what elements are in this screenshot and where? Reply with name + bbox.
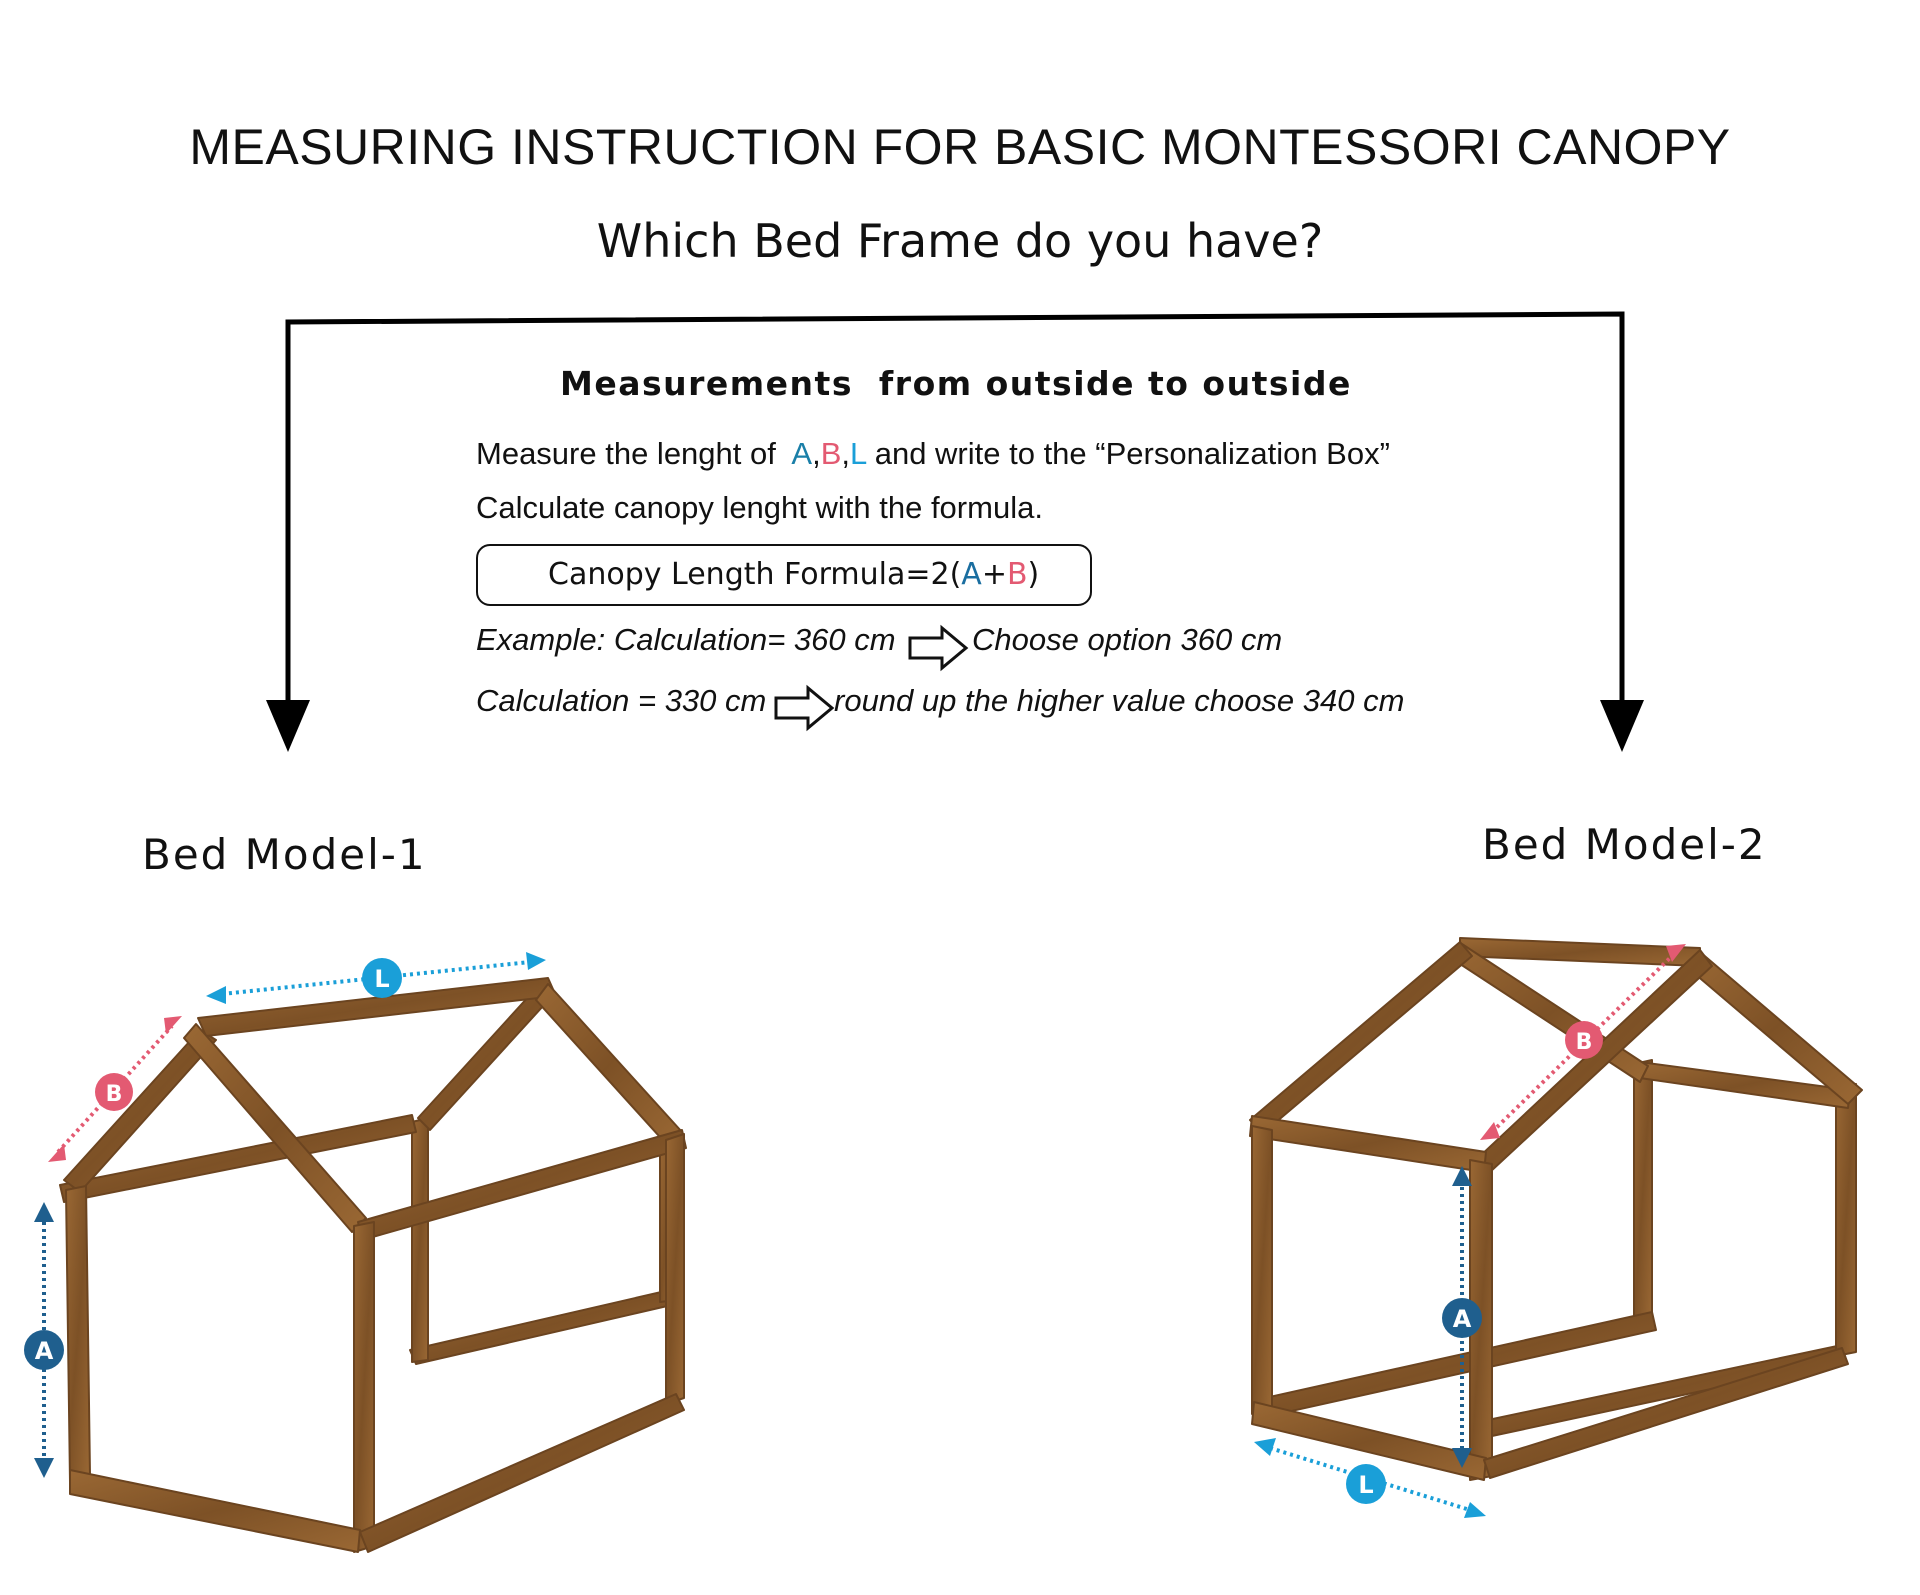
page-title: MEASURING INSTRUCTION FOR BASIC MONTESSO… bbox=[189, 119, 1731, 175]
instruction-text: Measure the lenght of bbox=[476, 436, 792, 471]
svg-text:B: B bbox=[1576, 1030, 1593, 1055]
formula-letter-b: B bbox=[1006, 557, 1028, 592]
down-arrow-icon bbox=[266, 700, 310, 752]
letter-a: A bbox=[791, 436, 813, 471]
comma: , bbox=[841, 436, 850, 471]
measure-line-l-2 bbox=[1254, 1438, 1486, 1518]
example-1-result: Choose option 360 cm bbox=[972, 622, 1283, 657]
marker-b-1: B bbox=[95, 1073, 133, 1111]
bracket-connector bbox=[266, 311, 1644, 752]
svg-text:B: B bbox=[106, 1082, 123, 1107]
instruction-line-calculate: Calculate canopy lenght with the formula… bbox=[476, 490, 1043, 525]
example-2-calculation: Calculation = 330 cm bbox=[476, 683, 767, 718]
marker-a-1: A bbox=[24, 1330, 64, 1370]
svg-text:A: A bbox=[35, 1337, 54, 1365]
svg-text:A: A bbox=[1453, 1305, 1472, 1333]
letter-l: L bbox=[850, 436, 867, 471]
comma: , bbox=[812, 436, 821, 471]
example-1-calculation: Example: Calculation= 360 cm bbox=[476, 622, 896, 657]
marker-b-2: B bbox=[1565, 1021, 1603, 1059]
bed-model-1-label: Bed Model-1 bbox=[142, 830, 427, 879]
formula-letter-a: A bbox=[961, 557, 982, 592]
marker-l-2: L bbox=[1346, 1464, 1386, 1504]
hollow-right-arrow-icon bbox=[908, 624, 969, 672]
hollow-right-arrow-icon bbox=[774, 684, 835, 732]
formula-plus: + bbox=[981, 557, 1007, 592]
measure-line-b-2 bbox=[1480, 944, 1686, 1140]
svg-text:L: L bbox=[374, 965, 389, 993]
instruction-line-measure: Measure the lenght of A,B,L and write to… bbox=[476, 436, 1390, 472]
instructions-heading: Measurements from outside to outside bbox=[560, 364, 1352, 403]
marker-a-2: A bbox=[1442, 1298, 1482, 1338]
formula-box: Canopy Length Formula=2(A+B) bbox=[476, 544, 1092, 606]
example-2-result: round up the higher value choose 340 cm bbox=[834, 683, 1405, 718]
formula-text: ) bbox=[1027, 557, 1040, 592]
page-subtitle: Which Bed Frame do you have? bbox=[596, 214, 1324, 268]
bed-model-2-label: Bed Model-2 bbox=[1482, 820, 1767, 869]
formula-text: Canopy Length Formula=2( bbox=[548, 557, 962, 592]
marker-l-1: L bbox=[362, 958, 402, 998]
bed-model-2-frame bbox=[1249, 937, 1863, 1481]
measure-line-a-1 bbox=[34, 1202, 54, 1478]
svg-text:L: L bbox=[1358, 1471, 1373, 1499]
down-arrow-icon bbox=[1600, 700, 1644, 752]
letter-b: B bbox=[820, 436, 842, 471]
instruction-text: and write to the “Personalization Box” bbox=[866, 436, 1390, 471]
bed-model-1-frame bbox=[59, 977, 687, 1553]
